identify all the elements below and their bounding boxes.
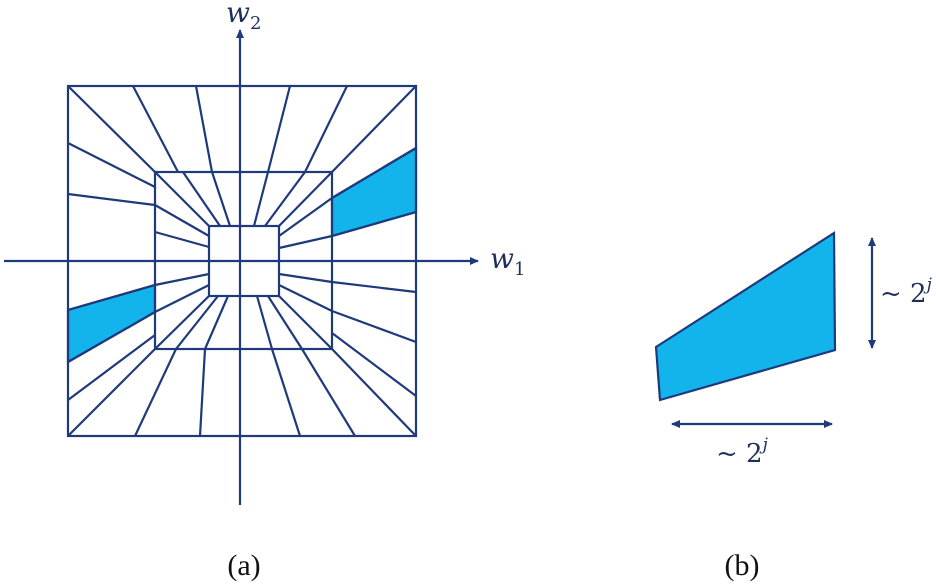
inner-radial-lines	[154, 171, 333, 350]
w1-axis-label: w1	[490, 242, 525, 280]
w2-axis-label: w2	[226, 0, 261, 34]
radial-lines-bottom	[67, 348, 417, 437]
radial-lines-left	[67, 142, 156, 401]
curvelet-wedge	[654, 231, 837, 402]
width-label: ~ 2j	[716, 435, 769, 469]
highlight-wedge-right	[330, 146, 418, 238]
radial-lines-top	[67, 85, 417, 173]
panel-a-caption: (a)	[227, 549, 260, 582]
height-label: ~ 2j	[880, 275, 933, 309]
panel-a	[4, 29, 479, 505]
radial-lines-right	[331, 147, 417, 397]
panel-b-caption: (b)	[725, 549, 760, 582]
panel-b	[654, 231, 876, 428]
